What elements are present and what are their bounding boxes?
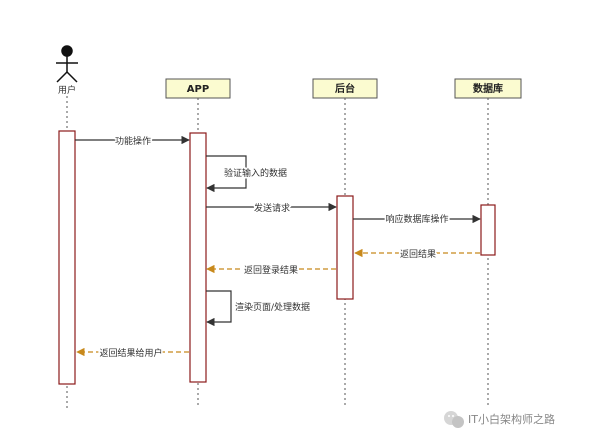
participant-database-label: 数据库 (473, 82, 503, 95)
message-label-1: 功能操作 (115, 135, 151, 147)
message-label-5: 返回结果 (400, 248, 436, 260)
activation-database (480, 204, 496, 256)
message-label-8: 返回结果给用户 (99, 347, 162, 359)
participant-app-box (165, 78, 231, 99)
wechat-icon (444, 411, 464, 428)
activation-backend (336, 195, 354, 300)
watermark-text: IT小白架构师之路 (468, 412, 555, 426)
message-label-3: 发送请求 (254, 202, 290, 214)
participant-app-label: APP (187, 84, 209, 95)
user-actor-icon (56, 45, 78, 83)
message-label-2: 验证输入的数据 (224, 167, 287, 179)
participant-backend-label: 后台 (335, 82, 355, 95)
message-label-6: 返回登录结果 (244, 264, 298, 276)
participant-database-box (454, 78, 522, 99)
message-label-4: 响应数据库操作 (385, 213, 448, 225)
message-arrow-7 (206, 290, 232, 327)
message-arrow-2 (206, 155, 247, 193)
message-label-7: 渲染页面/处理数据 (235, 301, 310, 313)
activation-user (58, 130, 76, 385)
watermark: IT小白架构师之路 (444, 411, 555, 428)
participant-backend-box (312, 78, 378, 99)
activation-app (189, 132, 207, 383)
participant-user-label: 用户 (58, 84, 76, 96)
